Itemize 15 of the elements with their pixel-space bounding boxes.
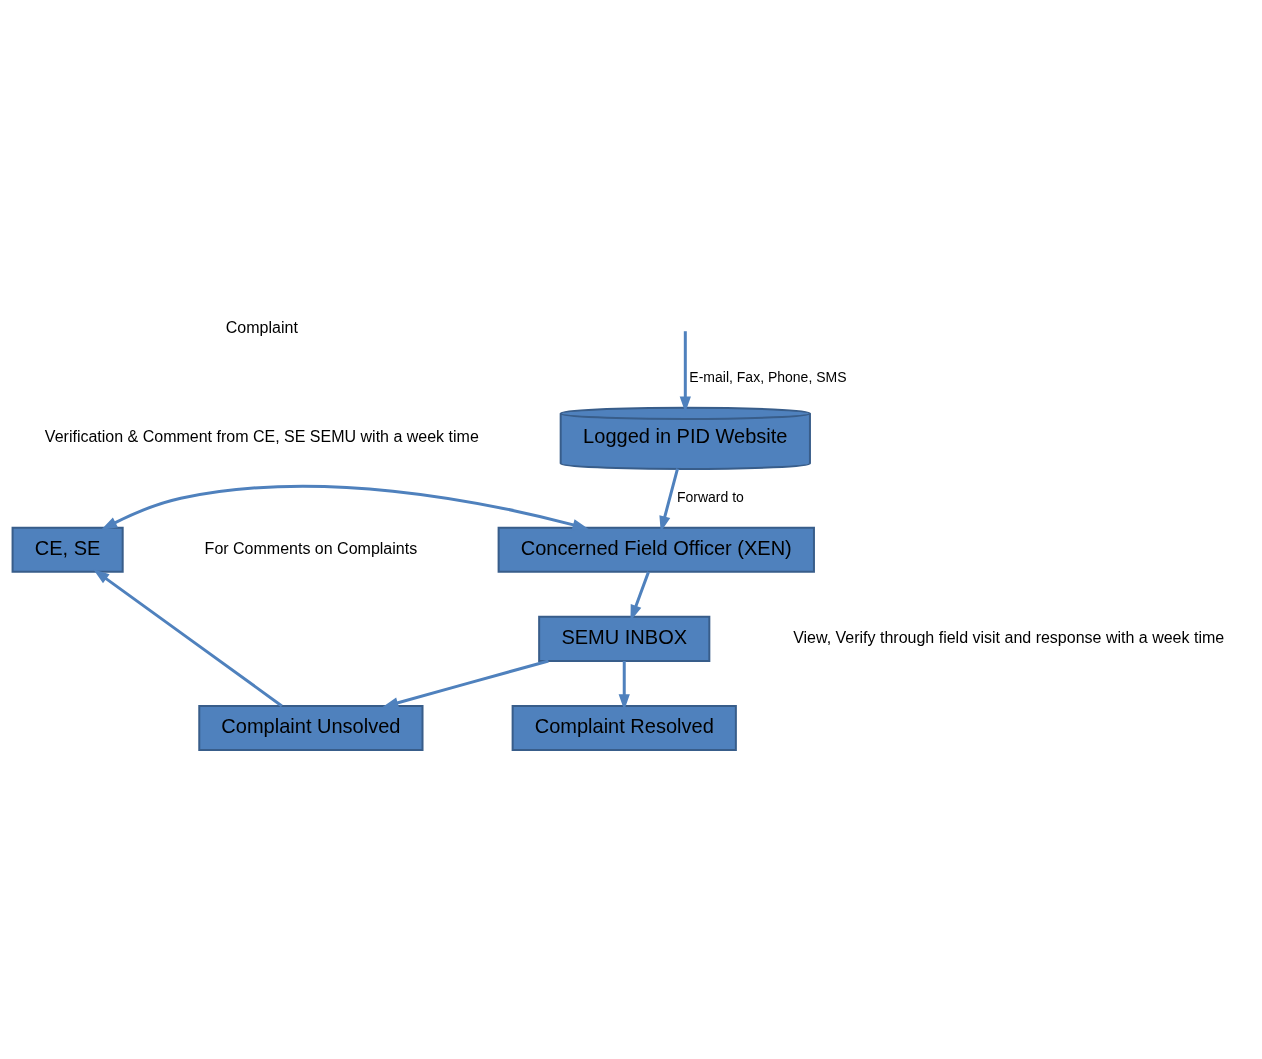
node-box: Complaint Unsolved xyxy=(198,704,424,751)
node-box: Concerned Field Officer (XEN) xyxy=(497,526,815,573)
edge-label: E-mail, Fax, Phone, SMS xyxy=(689,369,847,386)
arrow xyxy=(101,484,589,531)
label: Verification & Comment from CE, SE SEMU with a week time xyxy=(44,428,479,446)
node-box: Complaint Resolved xyxy=(511,704,737,751)
arrow xyxy=(382,659,549,709)
label: Complaint xyxy=(225,318,298,336)
arrow xyxy=(630,571,650,621)
node-box: SEMU INBOX xyxy=(538,615,711,662)
label: View, Verify through field visit and response with a week time xyxy=(793,628,1225,646)
arrow xyxy=(93,569,283,708)
label: For Comments on Complaints xyxy=(204,539,418,557)
node-box: CE, SE xyxy=(11,526,124,573)
edge-label: Forward to xyxy=(676,488,744,505)
